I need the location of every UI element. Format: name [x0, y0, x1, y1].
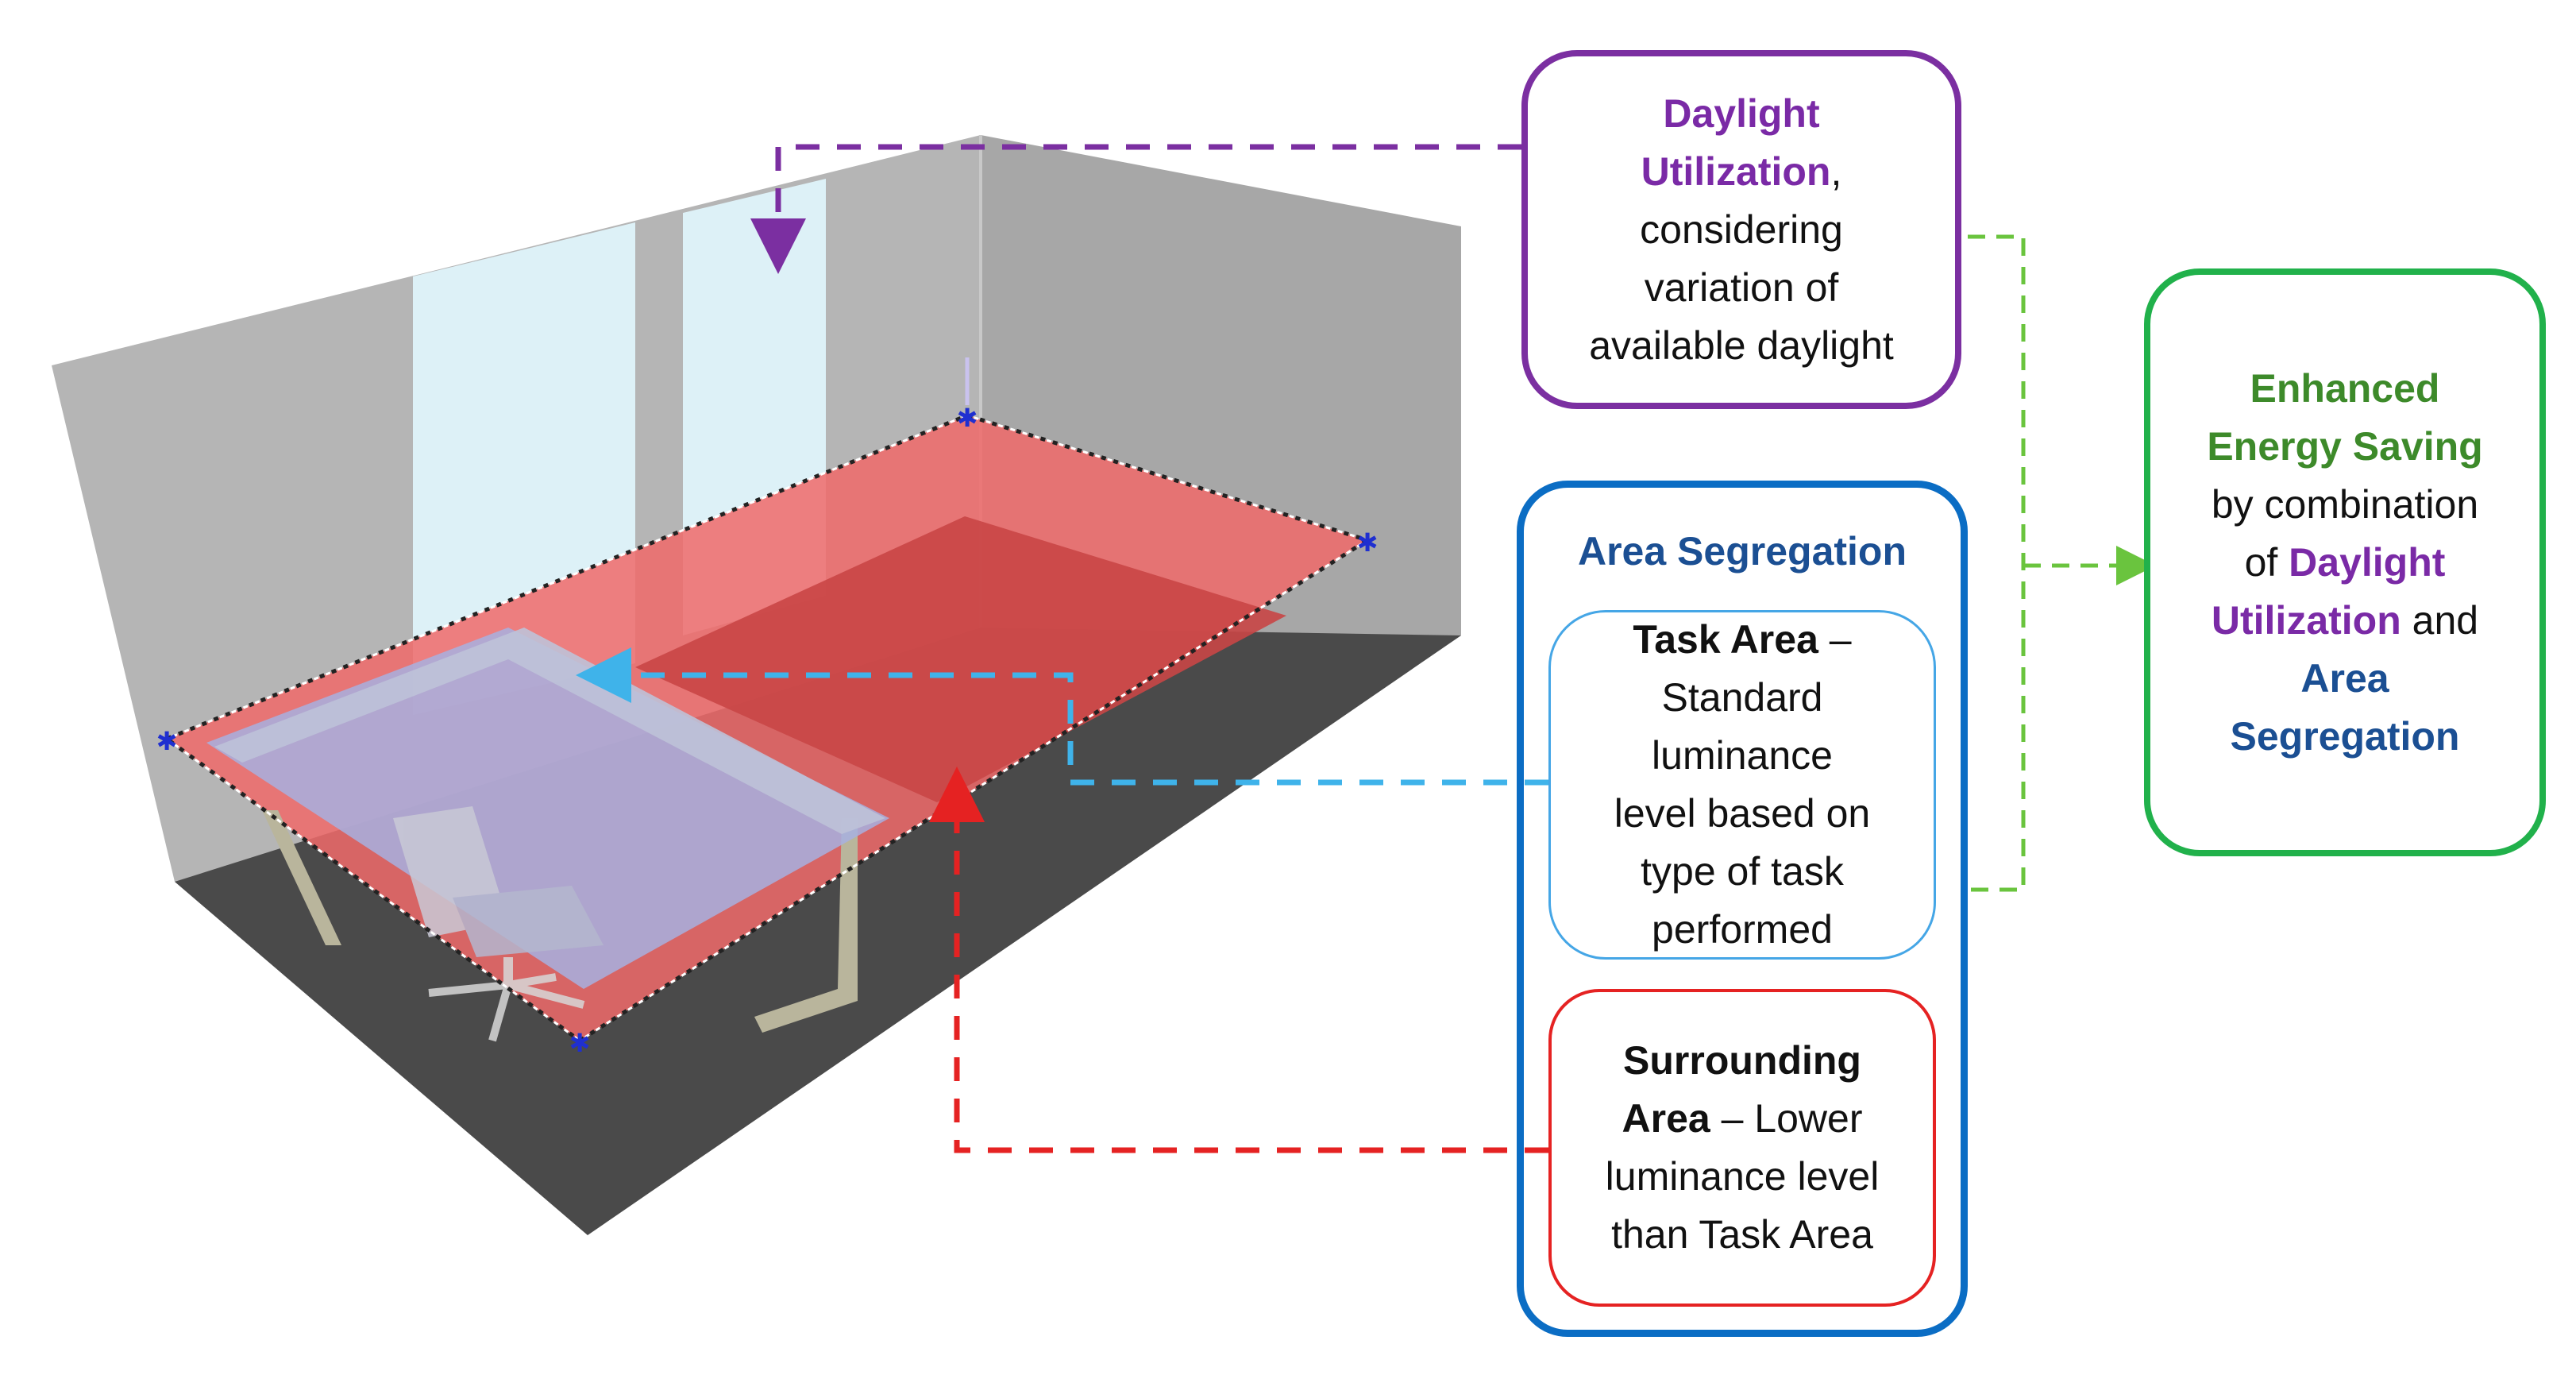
corner-marker-icon: ✱	[156, 726, 178, 756]
surrounding-area-far-region	[635, 516, 1286, 802]
surrounding-area-outline	[162, 413, 1372, 1044]
energy-of: of	[2244, 539, 2289, 585]
chair	[393, 806, 604, 1042]
surround-desc-line4: than Task Area	[1611, 1212, 1873, 1257]
area-segregation-box: Area Segregation	[1517, 481, 1968, 1337]
energy-saving-box: Enhanced Energy Saving by combination of…	[2144, 268, 2546, 856]
surround-desc-start: – Lower	[1710, 1096, 1863, 1141]
surrounding-connector-arrow	[929, 767, 1548, 1153]
task-area-label: Task Area	[1633, 617, 1818, 662]
energy-segregation-label: Segregation	[2230, 713, 2460, 759]
energy-title-line1: Enhanced	[2250, 365, 2440, 411]
daylight-desc-line5: available daylight	[1589, 323, 1894, 368]
surround-area-label: Area	[1622, 1096, 1710, 1141]
energy-desc-line4: of Daylight	[2245, 534, 2446, 592]
energy-desc-line5: Utilization and	[2212, 592, 2478, 650]
task-desc-line3: luminance	[1652, 733, 1833, 778]
daylight-desc-line4: variation of	[1644, 265, 1839, 310]
daylight-title-line1: Daylight	[1663, 91, 1820, 136]
daylight-connector-arrow	[750, 144, 1521, 274]
surround-desc-line3: luminance level	[1605, 1154, 1880, 1199]
area-segregation-title: Area Segregation	[1577, 529, 1907, 574]
task-title-line: Task Area –	[1633, 611, 1851, 669]
combination-bracket	[1968, 234, 2026, 892]
task-desc-line4: level based on	[1614, 791, 1871, 836]
daylight-desc-line3: considering	[1640, 207, 1843, 252]
daylight-title-line2: Utilization,	[1641, 143, 1842, 201]
daylight-utilization-box: Daylight Utilization, considering variat…	[1521, 50, 1961, 409]
task-desc-line6: performed	[1652, 907, 1833, 952]
task-desc-line5: type of task	[1641, 849, 1844, 894]
surrounding-area-box: Surrounding Area – Lower luminance level…	[1548, 989, 1936, 1307]
surround-title-line1: Surrounding	[1623, 1038, 1861, 1083]
energy-title-line2: Energy Saving	[2207, 423, 2483, 469]
task-area-box: Task Area – Standard luminance level bas…	[1548, 610, 1936, 960]
corner-marker-icon: ✱	[1357, 527, 1379, 558]
task-area-plane	[206, 628, 889, 989]
energy-desc-line3: by combination	[2211, 481, 2479, 527]
daylight-comma: ,	[1830, 149, 1842, 194]
corner-marker-icon: ✱	[569, 1028, 591, 1058]
energy-daylight-label: Daylight	[2289, 539, 2446, 585]
desk-leg-left	[262, 810, 341, 945]
task-desc-line2: Standard	[1661, 675, 1823, 720]
task-dash: –	[1818, 617, 1852, 662]
energy-and: and	[2401, 597, 2479, 643]
daylight-utilization-label: Utilization	[1641, 149, 1831, 194]
energy-area-label: Area	[2300, 655, 2389, 701]
task-area-top	[214, 628, 885, 834]
corner-marker-icon: ✱	[957, 403, 978, 433]
surround-title-line2: Area – Lower	[1622, 1090, 1863, 1148]
energy-utilization-label: Utilization	[2211, 597, 2401, 643]
